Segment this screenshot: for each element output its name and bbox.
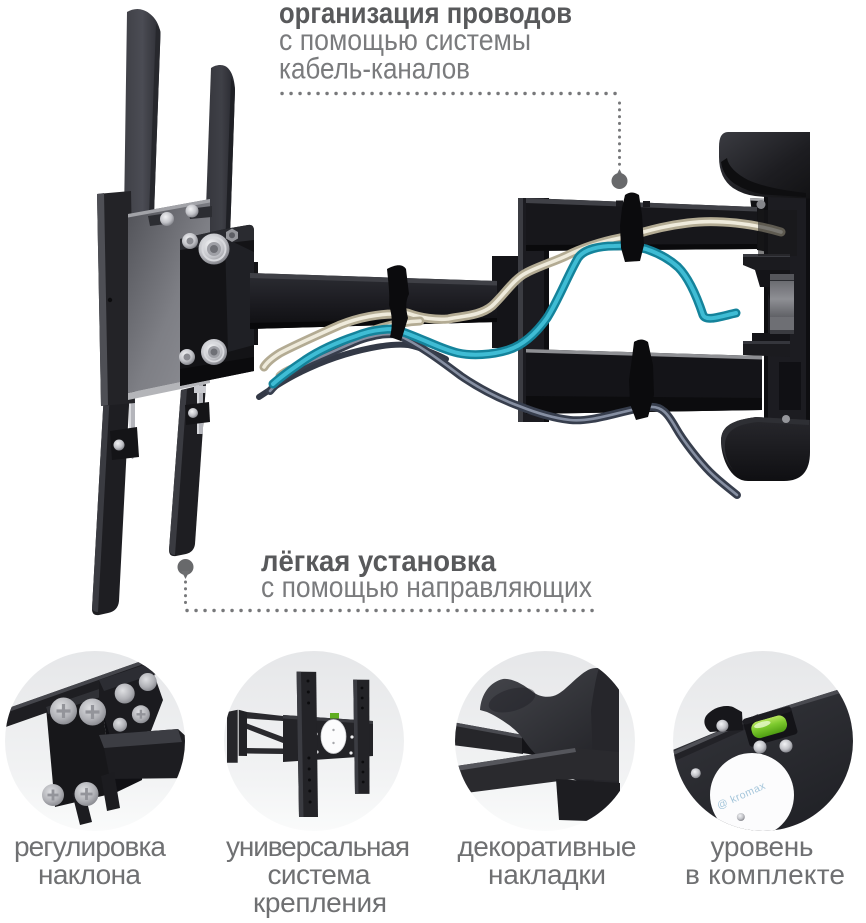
- svg-text:уровень: уровень: [711, 831, 814, 862]
- svg-text:наклона: наклона: [38, 859, 141, 890]
- svg-text:организация проводов: организация проводов: [279, 0, 572, 30]
- svg-text:с помощью системы: с помощью системы: [279, 24, 531, 57]
- svg-text:система: система: [268, 859, 371, 890]
- svg-text:накладки: накладки: [488, 859, 606, 890]
- svg-text:кабель-каналов: кабель-каналов: [279, 53, 470, 86]
- svg-text:в комплекте: в комплекте: [685, 859, 845, 890]
- svg-text:лёгкая установка: лёгкая установка: [261, 545, 496, 578]
- svg-text:крепления: крепления: [253, 887, 387, 918]
- svg-text:декоративные: декоративные: [458, 831, 637, 862]
- svg-text:регулировка: регулировка: [14, 831, 166, 862]
- svg-text:универсальная: универсальная: [226, 831, 410, 862]
- svg-text:с помощью направляющих: с помощью направляющих: [261, 571, 592, 604]
